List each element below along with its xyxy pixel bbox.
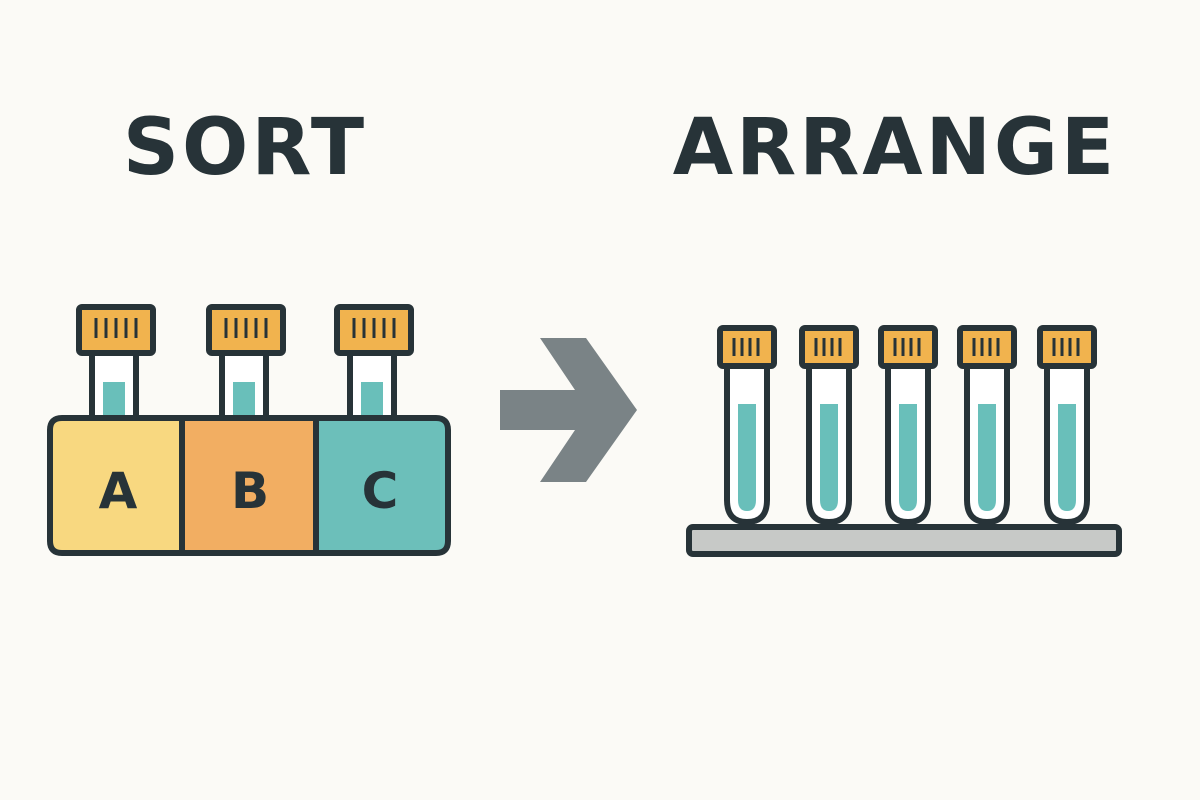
tube-liquid (820, 404, 838, 511)
box-letter-a: A (99, 462, 138, 520)
tube-liquid (103, 382, 125, 422)
label-box-b: B (179, 415, 319, 556)
tube-cap (717, 325, 777, 369)
sort-tube-3 (334, 304, 414, 435)
sort-group: A B C (47, 304, 451, 556)
box-letter-b: B (231, 462, 269, 520)
sort-heading: SORT (122, 103, 368, 193)
tube-rack (686, 524, 1122, 557)
box-letter-c: C (362, 462, 399, 520)
arrange-group (686, 325, 1122, 557)
label-box-a: A (47, 415, 185, 556)
sort-tube-1 (76, 304, 156, 435)
arrange-tube-2 (799, 325, 859, 526)
tube-liquid (738, 404, 756, 511)
arrange-tube-1 (717, 325, 777, 526)
tube-liquid (361, 382, 383, 422)
tube-cap (878, 325, 938, 369)
tube-liquid (978, 404, 996, 511)
arrange-tube-3 (878, 325, 938, 526)
tube-cap (1037, 325, 1097, 369)
arrange-tube-5 (1037, 325, 1097, 526)
tube-cap (799, 325, 859, 369)
right-arrow-icon (500, 338, 637, 482)
tube-liquid (233, 382, 255, 422)
tube-liquid (1058, 404, 1076, 511)
arrange-heading: ARRANGE (672, 103, 1118, 193)
tube-liquid (899, 404, 917, 511)
tube-cap (957, 325, 1017, 369)
sort-tube-2 (206, 304, 286, 435)
label-box-c: C (313, 415, 451, 556)
arrange-tube-4 (957, 325, 1017, 526)
